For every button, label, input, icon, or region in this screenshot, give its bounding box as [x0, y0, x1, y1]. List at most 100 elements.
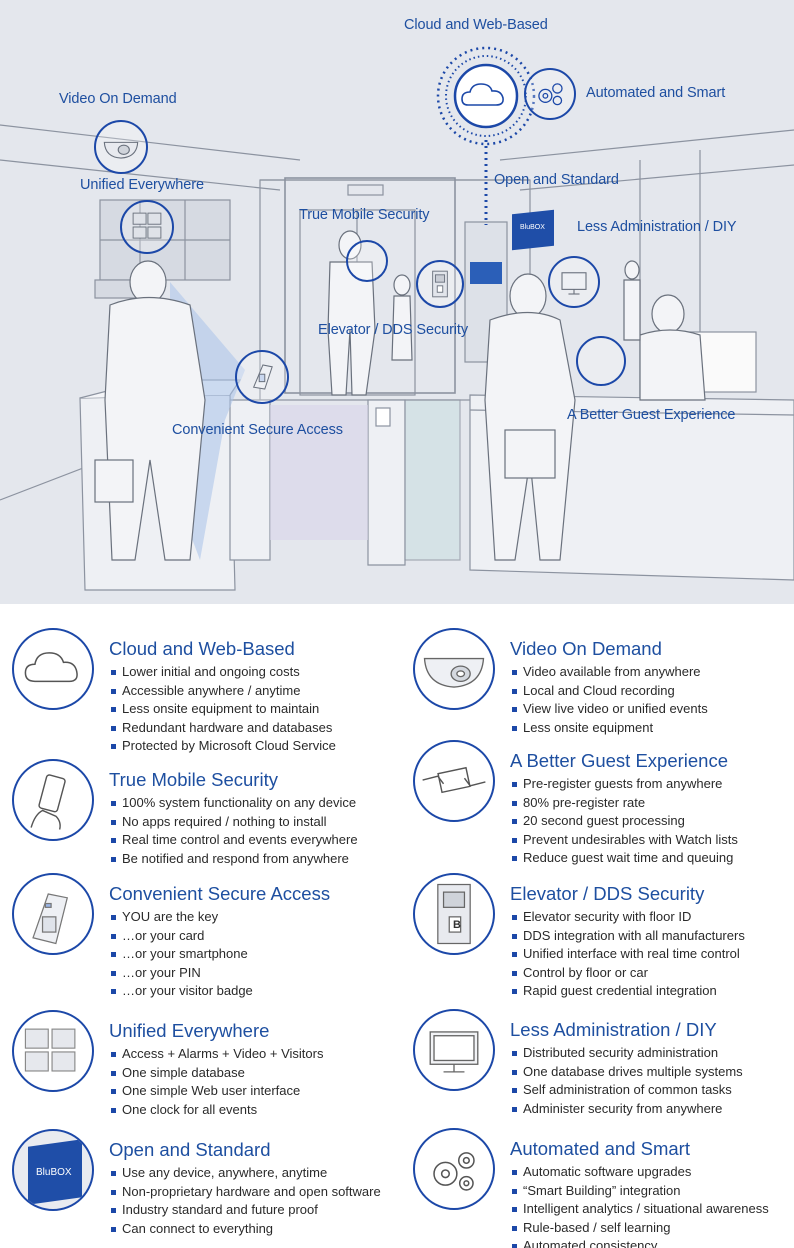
callout-elevator: Elevator / DDS Security [318, 322, 468, 338]
elevator-panel-icon: B [413, 873, 495, 955]
list-item: 80% pre-register rate [511, 794, 738, 813]
feature-title: Unified Everywhere [109, 1020, 270, 1041]
gears-icon [538, 83, 563, 106]
callout-cloud: Cloud and Web-Based [404, 17, 548, 33]
feature-items: Use any device, anywhere, anytime Non-pr… [110, 1164, 381, 1238]
feature-automated: Automated and Smart Automatic software u… [401, 1118, 794, 1248]
list-item: Can connect to everything [110, 1220, 381, 1239]
list-item: Administer security from anywhere [511, 1100, 743, 1119]
feature-unified: Unified Everywhere Access + Alarms + Vid… [0, 1000, 396, 1128]
dome-camera-icon [413, 628, 495, 710]
list-item: DDS integration with all manufacturers [511, 927, 745, 946]
list-item: 100% system functionality on any device [110, 794, 358, 813]
list-item: One clock for all events [110, 1101, 323, 1120]
list-item: Distributed security administration [511, 1044, 743, 1063]
feature-items: Automatic software upgrades “Smart Build… [511, 1163, 769, 1248]
cloud-icon [12, 628, 94, 710]
list-item: Real time control and events everywhere [110, 831, 358, 850]
feature-guest: A Better Guest Experience Pre-register g… [401, 730, 794, 865]
list-item: View live video or unified events [511, 700, 708, 719]
list-item: Rapid guest credential integration [511, 982, 745, 1001]
feature-title: A Better Guest Experience [510, 750, 729, 771]
feature-title: Cloud and Web-Based [109, 638, 295, 659]
list-item: Video available from anywhere [511, 663, 708, 682]
list-item: Use any device, anywhere, anytime [110, 1164, 381, 1183]
feature-lessadmin: Less Administration / DIY Distributed se… [401, 999, 794, 1127]
feature-title: Automated and Smart [510, 1138, 690, 1159]
feature-items: YOU are the key …or your card …or your s… [110, 908, 253, 1001]
feature-mobile: True Mobile Security 100% system functio… [0, 749, 396, 877]
access-ring [235, 350, 289, 404]
list-item: Protected by Microsoft Cloud Service [110, 737, 336, 756]
feature-video: Video On Demand Video available from any… [401, 618, 794, 746]
list-item: Reduce guest wait time and queuing [511, 849, 738, 868]
unified-grid-icon [132, 212, 162, 239]
automated-ring [524, 68, 576, 120]
list-item: Intelligent analytics / situational awar… [511, 1200, 769, 1219]
list-item: YOU are the key [110, 908, 253, 927]
handshake-card-icon [413, 740, 495, 822]
card-reader-icon [12, 873, 94, 955]
list-item: No apps required / nothing to install [110, 813, 358, 832]
feature-items: Lower initial and ongoing costs Accessib… [110, 663, 336, 756]
lobby-illustration: BluBOX Cloud and Web-Based Automated and… [0, 0, 794, 604]
list-item: “Smart Building” integration [511, 1182, 769, 1201]
unified-grid-icon [12, 1010, 94, 1092]
list-item: Local and Cloud recording [511, 682, 708, 701]
callout-guest: A Better Guest Experience [567, 407, 736, 423]
callout-video: Video On Demand [59, 91, 177, 107]
callout-mobile: True Mobile Security [299, 207, 430, 223]
card-reader-icon [252, 364, 273, 390]
feature-elevator: B Elevator / DDS Security Elevator secur… [401, 863, 794, 998]
feature-items: Video available from anywhere Local and … [511, 663, 708, 737]
monitor-icon [413, 1009, 495, 1091]
list-item: Less onsite equipment to maintain [110, 700, 336, 719]
callout-access: Convenient Secure Access [172, 422, 343, 438]
lessadmin-ring [548, 256, 600, 308]
mobile-ring [346, 240, 388, 282]
list-item: Prevent undesirables with Watch lists [511, 831, 738, 850]
blubox-sign-logo: BluBOX [520, 224, 545, 231]
list-item: …or your card [110, 927, 253, 946]
callout-open: Open and Standard [494, 172, 619, 188]
callout-automated: Automated and Smart [586, 85, 726, 101]
list-item: Non-proprietary hardware and open softwa… [110, 1183, 381, 1202]
video-ring [94, 120, 148, 174]
list-item: Access + Alarms + Video + Visitors [110, 1045, 323, 1064]
list-item: Unified interface with real time control [511, 945, 745, 964]
unified-ring [120, 200, 174, 254]
list-item: Industry standard and future proof [110, 1201, 381, 1220]
elevator-ring [416, 260, 464, 308]
list-item: Automatic software upgrades [511, 1163, 769, 1182]
monitor-icon [561, 272, 587, 295]
feature-title: True Mobile Security [109, 769, 278, 790]
list-item: Accessible anywhere / anytime [110, 682, 336, 701]
lobby-scene-drawing [0, 46, 794, 591]
smartphone-icon [12, 759, 94, 841]
list-item: …or your smartphone [110, 945, 253, 964]
feature-items: Pre-register guests from anywhere 80% pr… [511, 775, 738, 868]
list-item: …or your PIN [110, 964, 253, 983]
blubox-logo-icon: BluBOX [12, 1129, 94, 1211]
callout-unified: Unified Everywhere [80, 177, 204, 193]
feature-items: Elevator security with floor ID DDS inte… [511, 908, 745, 1001]
feature-title: Less Administration / DIY [510, 1019, 717, 1040]
feature-items: Access + Alarms + Video + Visitors One s… [110, 1045, 323, 1119]
list-item: Rule-based / self learning [511, 1219, 769, 1238]
list-item: One simple Web user interface [110, 1082, 323, 1101]
list-item: Self administration of common tasks [511, 1081, 743, 1100]
list-item: Automated consistency [511, 1237, 769, 1248]
list-item: Less onsite equipment [511, 719, 708, 738]
feature-items: Distributed security administration One … [511, 1044, 743, 1118]
feature-title: Video On Demand [510, 638, 662, 659]
feature-open: BluBOX Open and Standard Use any device,… [0, 1119, 396, 1247]
elevator-sign: B [453, 919, 461, 931]
blubox-logo-text: BluBOX [36, 1167, 72, 1178]
feature-access: Convenient Secure Access YOU are the key… [0, 863, 396, 998]
guest-ring [576, 336, 626, 386]
list-item: Pre-register guests from anywhere [511, 775, 738, 794]
list-item: Be notified and respond from anywhere [110, 850, 358, 869]
list-item: Elevator security with floor ID [511, 908, 745, 927]
feature-title: Open and Standard [109, 1139, 271, 1160]
feature-list: Cloud and Web-Based Lower initial and on… [0, 604, 794, 1248]
